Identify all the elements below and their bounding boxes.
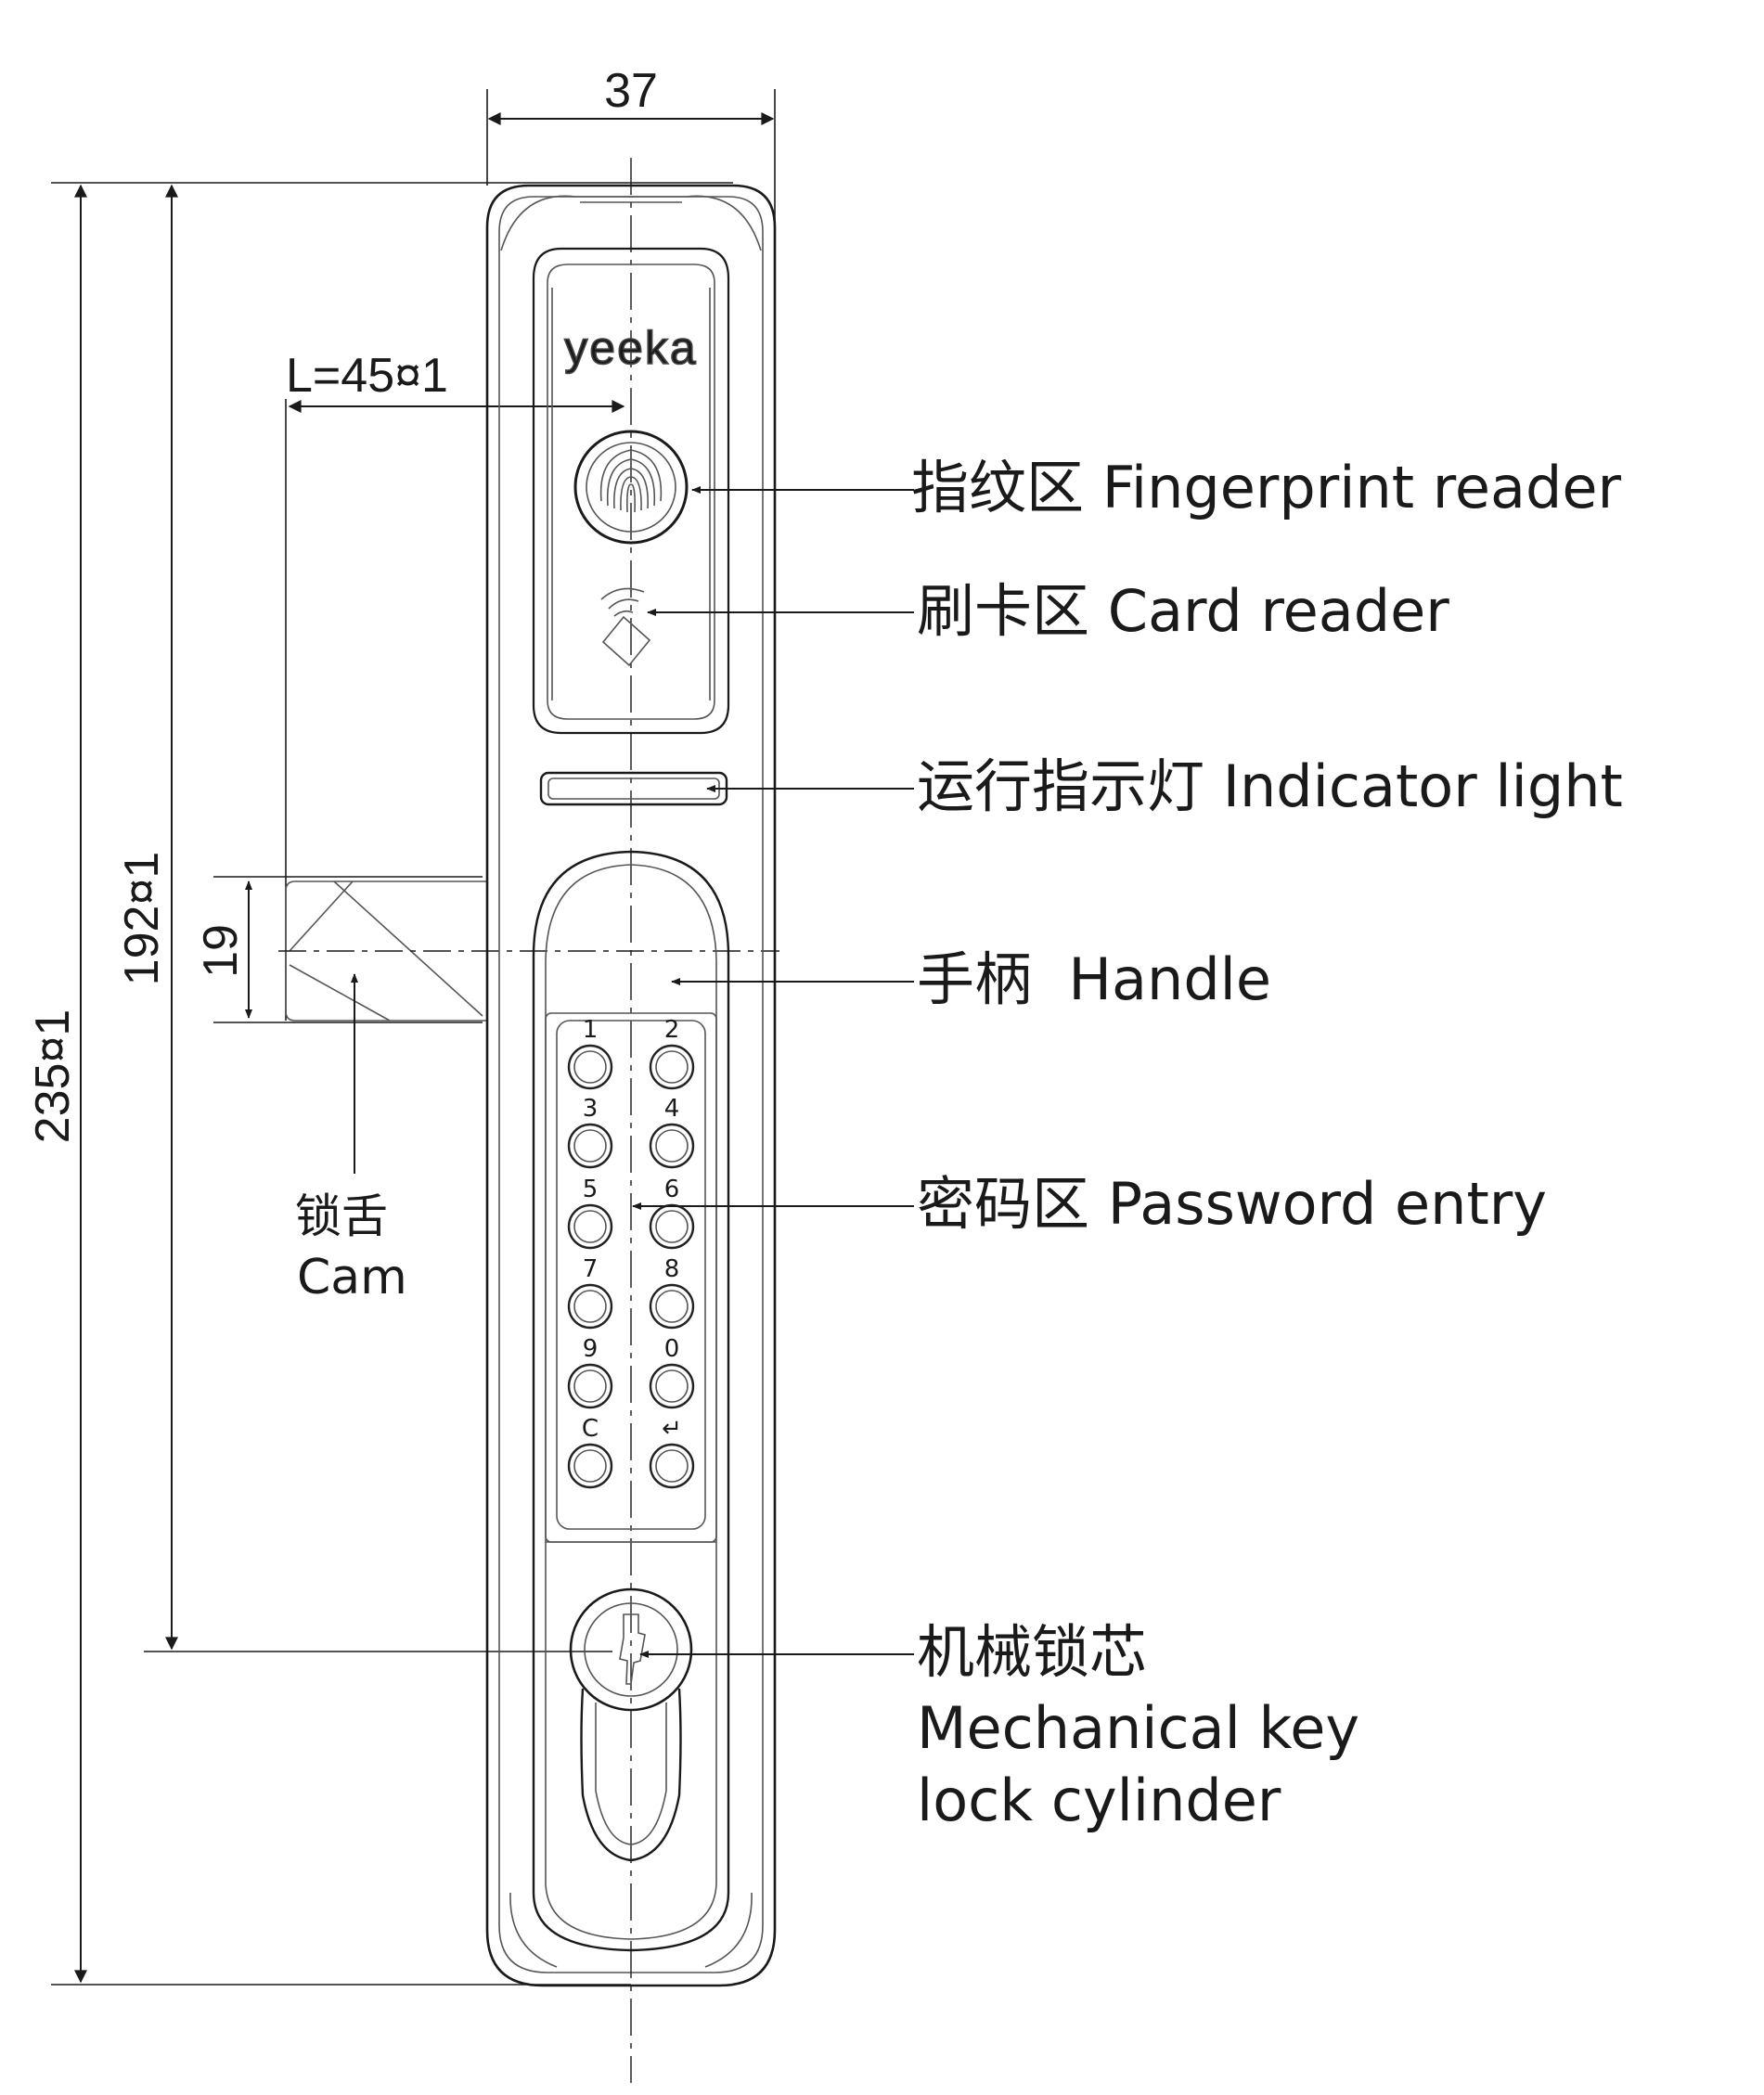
key-2: 2 xyxy=(649,1016,695,1090)
width-dimension: 37 xyxy=(486,64,776,251)
cam-height-label: 19 xyxy=(194,924,248,978)
cam: 锁舌 Cam xyxy=(278,880,779,1305)
cylinder-callout-en-1: Mechanical key xyxy=(917,1694,1359,1762)
brand-logo: yeeka xyxy=(564,322,697,374)
cylinder-callout-en-2: lock cylinder xyxy=(917,1767,1281,1834)
fingerprint-callout: 指纹区 Fingerprint reader xyxy=(911,454,1622,521)
height-235-label: 235¤1 xyxy=(26,1009,80,1144)
lock-body xyxy=(485,158,777,2083)
key-8-label: 8 xyxy=(664,1255,680,1283)
key-6: 6 xyxy=(649,1176,695,1250)
key-5: 5 xyxy=(567,1176,613,1250)
key-0: 0 xyxy=(649,1335,695,1409)
key-cylinder-icon xyxy=(569,1587,693,1862)
callout-leaders xyxy=(632,486,914,1658)
height-192-label: 192¤1 xyxy=(115,852,169,986)
key-5-label: 5 xyxy=(583,1176,599,1203)
key-7: 7 xyxy=(567,1255,613,1330)
key-enter: ↵ xyxy=(649,1415,695,1489)
key-enter-label: ↵ xyxy=(662,1415,682,1443)
key-clear: C xyxy=(567,1415,613,1489)
indicator-light xyxy=(539,771,728,806)
cam-length-label: L=45¤1 xyxy=(286,349,448,403)
cam-height-dimension: 19 xyxy=(194,876,483,1023)
key-9: 9 xyxy=(567,1335,613,1409)
key-6-label: 6 xyxy=(664,1176,680,1203)
keypad-keys: 1 2 3 4 5 6 7 8 9 0 C ↵ xyxy=(567,1016,695,1489)
key-2-label: 2 xyxy=(664,1016,680,1044)
cam-length-dimension: L=45¤1 xyxy=(285,349,625,1021)
cam-label-en: Cam xyxy=(297,1250,407,1305)
rfid-card-icon xyxy=(600,587,651,667)
key-1-label: 1 xyxy=(583,1016,599,1044)
cylinder-callout-cn: 机械锁芯 xyxy=(917,1618,1147,1686)
key-3-label: 3 xyxy=(583,1095,599,1123)
key-clear-label: C xyxy=(582,1415,599,1443)
height-192-dimension: 192¤1 xyxy=(115,184,612,1652)
key-4-label: 4 xyxy=(664,1095,680,1123)
callout-labels: 指纹区 Fingerprint reader 刷卡区 Card reader 运… xyxy=(911,454,1623,1834)
keypad xyxy=(545,1012,717,1543)
key-7-label: 7 xyxy=(583,1255,599,1283)
height-235-dimension: 235¤1 xyxy=(26,182,733,1986)
password-callout: 密码区 Password entry xyxy=(917,1170,1547,1238)
key-3: 3 xyxy=(567,1095,613,1169)
key-9-label: 9 xyxy=(583,1335,599,1363)
fingerprint-icon xyxy=(573,430,689,545)
key-8: 8 xyxy=(649,1255,695,1330)
indicator-callout: 运行指示灯 Indicator light xyxy=(917,752,1623,820)
card-callout: 刷卡区 Card reader xyxy=(917,577,1449,645)
key-1: 1 xyxy=(567,1016,613,1090)
cam-label-cn: 锁舌 xyxy=(295,1189,388,1243)
handle-callout: 手柄 Handle xyxy=(917,945,1271,1013)
key-0-label: 0 xyxy=(664,1335,680,1363)
width-label: 37 xyxy=(604,64,658,118)
reader-panel: yeeka xyxy=(532,247,730,735)
key-4: 4 xyxy=(649,1095,695,1169)
